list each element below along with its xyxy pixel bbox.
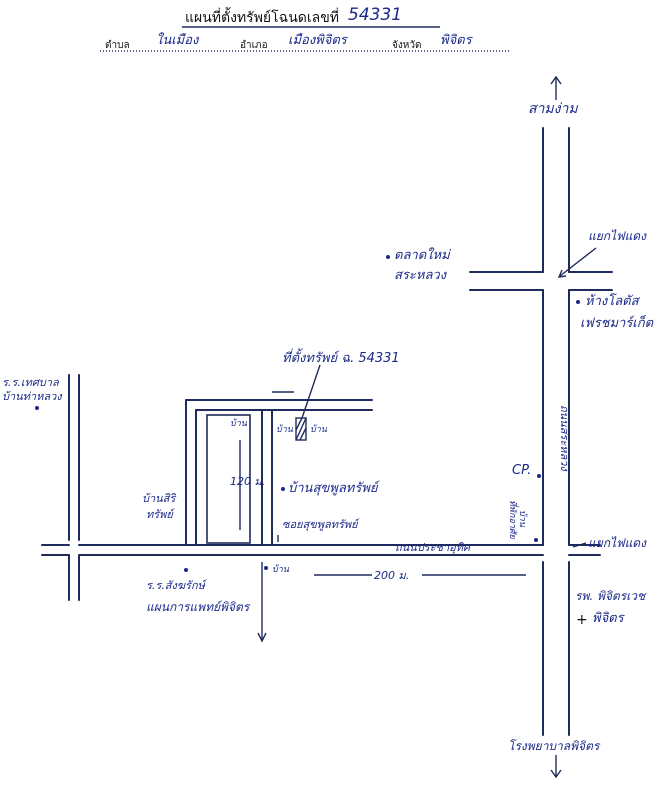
traffic-light-top-label: แยกไฟแดง [588,229,647,243]
village-sirat-label-2: ทรัพย์ [146,508,176,521]
pointer-arrow-icon [557,247,597,278]
property-hatch [299,427,307,441]
main-vertical-road [542,127,570,736]
tesco-label-1: ห้างโลตัส [585,293,641,309]
north-arrow-icon [550,75,562,100]
horizontal-road-name: ถนนประชาอุทิศ [395,541,472,554]
poi-dot [537,474,541,478]
plus-icon: + [576,612,588,628]
distance-200: 200 ม. [374,569,409,582]
village-sukjai-label: บ้านสุขพูลทรัพย์ [288,480,381,496]
poi-dot [386,255,390,259]
amphoe-label: อำเภอ [240,40,268,51]
cp-label: CP. [512,463,531,478]
new-market-label-2: สระหลวง [394,268,448,283]
school-bottom-label-1: ร.ร.สังฆรักษ์ [146,579,208,592]
amphoe-value: เมืองพิจิตร [288,33,349,48]
map-header: แผนที่ตั้งทรัพย์โฉนดเลขที่ 54331 ตำบล ใน… [100,5,510,52]
deed-number: 54331 [348,5,402,25]
side-soi [185,391,373,643]
tambon-value: ในเมือง [156,32,200,48]
property-hatch [295,417,303,431]
vertical-road-name: ถนนสระหลวง [558,405,571,472]
house-label-block: บ้าน [230,418,248,429]
soi-sukjai-label: ซอยสุขพูลทรัพย์ [282,518,361,531]
property-location-label: ที่ตั้งทรัพย์ ฉ. 54331 [282,348,400,366]
tesco-label-2: เฟรชมาร์เก็ต [580,314,654,331]
header-title-prefix: แผนที่ตั้งทรัพย์โฉนดเลขที่ [185,7,339,26]
poi-dot [184,568,188,572]
property-hatch [295,417,307,441]
pharmacy-label-2: พิจิตร [592,611,626,626]
school-left-label-1: ร.ร.เทศบาล [2,376,60,389]
pointer-line [572,542,587,548]
school-bottom-label-2: แผนการแพทย์พิจิตร [146,600,251,614]
poi-dot [281,487,285,491]
house-bottom-label: บ้าน [272,564,290,575]
poi-dot [35,406,39,410]
traffic-light-bottom-label: แยกไฟแดง [588,536,647,550]
poi-dot [576,300,580,304]
new-market-label-1: ตลาดใหม่ [394,247,452,263]
south-destination: โรงพยาบาลพิจิตร [508,739,601,753]
province-label: จังหวัด [392,40,421,51]
property-leader [301,364,321,419]
house-label-2: บ้าน [310,424,328,435]
poi-dot [534,538,538,542]
village-sirat-label-1: บ้านสิริ [142,492,177,505]
house-label-1: บ้าน [276,424,294,435]
pharmacy-label-1: รพ. พิจิตรเวช [575,589,647,603]
land-block-outline [206,414,251,544]
school-left-label-2: บ้านท่าหลวง [2,390,63,403]
south-arrow-icon [550,755,562,779]
house-right-label-1: บ้าน [517,510,528,528]
upper-cross-road [469,271,613,291]
left-vertical-road [68,374,80,601]
house-right-label-2: ที่พักอาศัย [507,500,520,539]
main-horizontal-road [41,544,601,556]
poi-dot [264,566,268,570]
distance-120: 120 ม. [230,475,265,488]
tambon-label: ตำบล [105,40,130,51]
province-value: พิจิตร [440,33,474,48]
north-destination: สามง่าม [528,101,578,117]
